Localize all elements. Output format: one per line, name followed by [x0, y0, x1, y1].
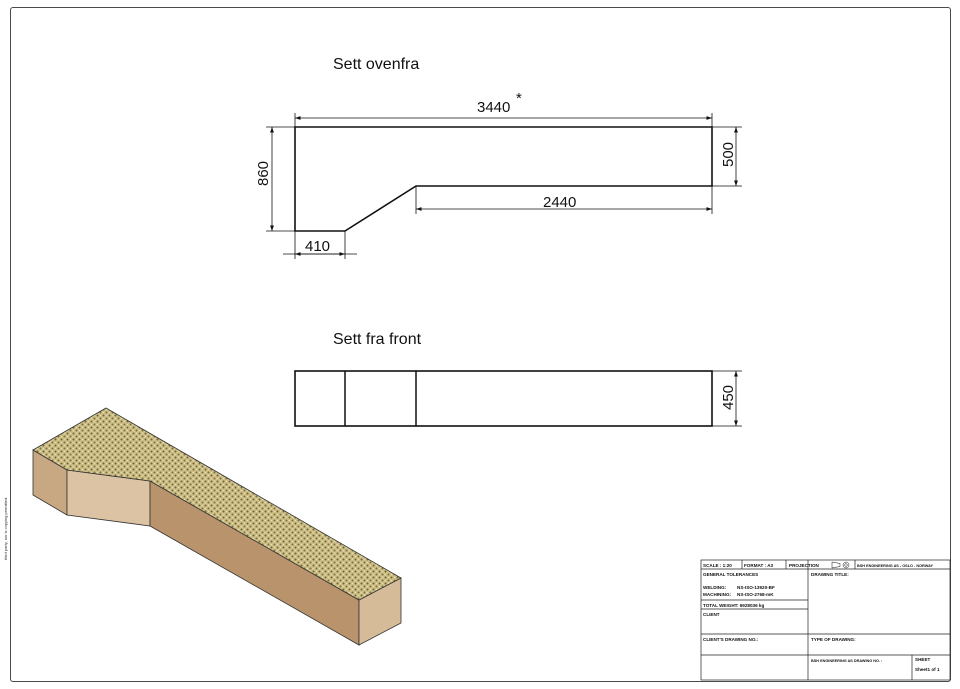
front-view-outline — [294, 370, 713, 427]
isometric-view — [32, 407, 402, 646]
side-disclaimer-note: third party, nor is copying permitted. — [3, 497, 8, 560]
dimension-length-label: 3440 — [477, 99, 510, 116]
top-view: Sett ovenfra 3440 * 860 500 — [255, 56, 742, 259]
tb-sheet-value: Sheet1 of 1 — [915, 667, 940, 672]
dimension-depth-total — [266, 126, 295, 232]
dimension-height-label: 450 — [720, 385, 737, 410]
tb-general-tolerances: GENERAL TOLERANCES — [703, 572, 758, 577]
front-view: Sett fra front 450 — [294, 331, 742, 427]
iso-face-top-texture — [32, 407, 402, 601]
tb-welding-label: WELDING: — [703, 585, 727, 590]
tb-scale: SCALE : 1:20 — [703, 563, 732, 568]
dimension-length-mark: * — [516, 90, 522, 107]
front-view-title: Sett fra front — [333, 331, 422, 348]
dimension-depth-right-label: 500 — [720, 142, 737, 167]
tb-bsh-drawing-no: BSH ENGINEERING AS DRAWING NO. : — [811, 659, 882, 663]
tb-clients-drawing-no: CLIENT'S DRAWING NO.: — [703, 637, 759, 642]
tb-projection: PROJECTION — [789, 563, 820, 568]
dimension-height — [712, 370, 742, 427]
title-block — [700, 559, 951, 681]
tb-company: BSH ENGINEERING AS - OSLO - NORWAY — [857, 564, 933, 568]
tb-total-weight: TOTAL WEIGHT: 6928036 kg — [703, 603, 764, 608]
dimension-left-return — [283, 231, 357, 259]
tb-welding-value: NS-ISO-13920-BF — [737, 585, 775, 590]
tb-machining-value: NS-ISO-2768-mK — [737, 592, 774, 597]
dimension-depth-right — [712, 126, 742, 187]
tb-drawing-title: DRAWING TITLE: — [811, 572, 849, 577]
tb-sheet-label: SHEET — [915, 657, 931, 662]
projection-symbol-icon — [831, 561, 850, 569]
tb-client: CLIENT — [703, 612, 720, 617]
dimension-length — [294, 113, 713, 127]
dimension-depth-total-label: 860 — [255, 161, 272, 186]
tb-format: FORMAT : A3 — [744, 563, 774, 568]
dimension-straight-run-label: 2440 — [543, 194, 576, 211]
tb-type-of-drawing: TYPE OF DRAWING: — [811, 637, 856, 642]
top-view-title: Sett ovenfra — [333, 56, 419, 73]
dimension-straight-run — [415, 186, 713, 214]
top-view-outline — [294, 126, 713, 232]
title-block-text: SCALE : 1:20 FORMAT : A3 PROJECTION BSH … — [703, 561, 940, 672]
dimension-left-return-label: 410 — [305, 238, 330, 255]
tb-machining-label: MACHINING: — [703, 592, 732, 597]
